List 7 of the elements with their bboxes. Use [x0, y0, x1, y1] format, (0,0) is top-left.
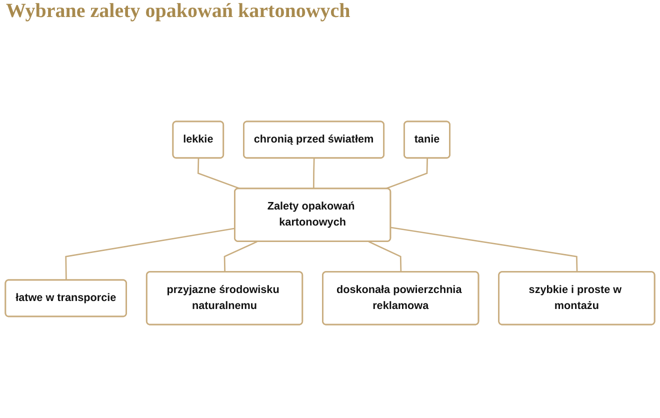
- connector: [385, 158, 428, 190]
- connector: [224, 241, 258, 272]
- connector: [65, 228, 236, 280]
- connector: [368, 241, 402, 272]
- connector: [312, 158, 315, 189]
- connector: [390, 226, 578, 272]
- diagram-title: Wybrane zalety opakowań kartonowych: [6, 0, 350, 23]
